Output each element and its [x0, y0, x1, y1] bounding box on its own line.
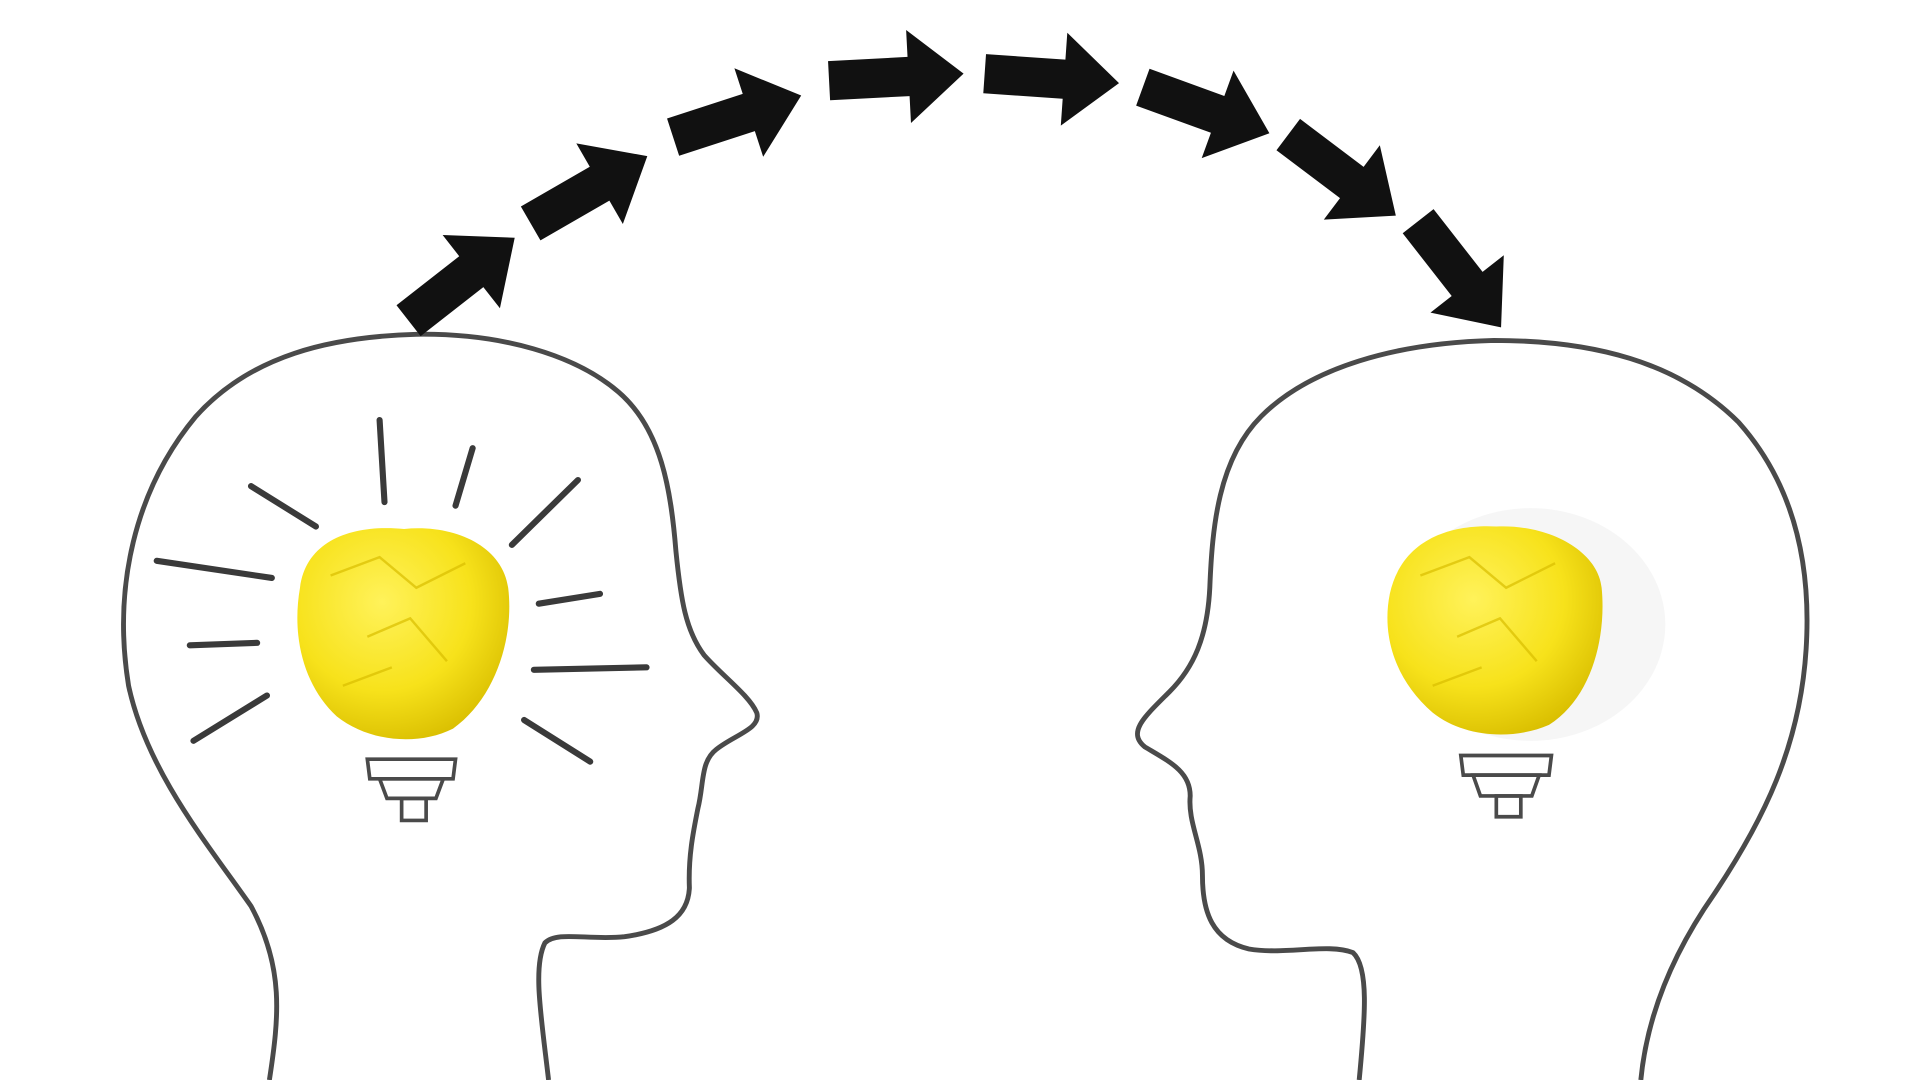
left-head-outline: [121, 331, 760, 1080]
right-lightbulb-icon: [1387, 508, 1666, 819]
arrow-7: [1260, 97, 1424, 253]
arrow-2: [507, 115, 671, 264]
arrow-8: [1381, 192, 1538, 357]
light-rays: [153, 416, 650, 765]
arrow-3: [658, 51, 816, 182]
arrow-4: [826, 27, 967, 128]
left-lightbulb-icon: [297, 528, 510, 823]
arrow-5: [981, 27, 1123, 130]
arrow-6: [1126, 43, 1286, 177]
right-head-outline: [1135, 337, 1810, 1080]
